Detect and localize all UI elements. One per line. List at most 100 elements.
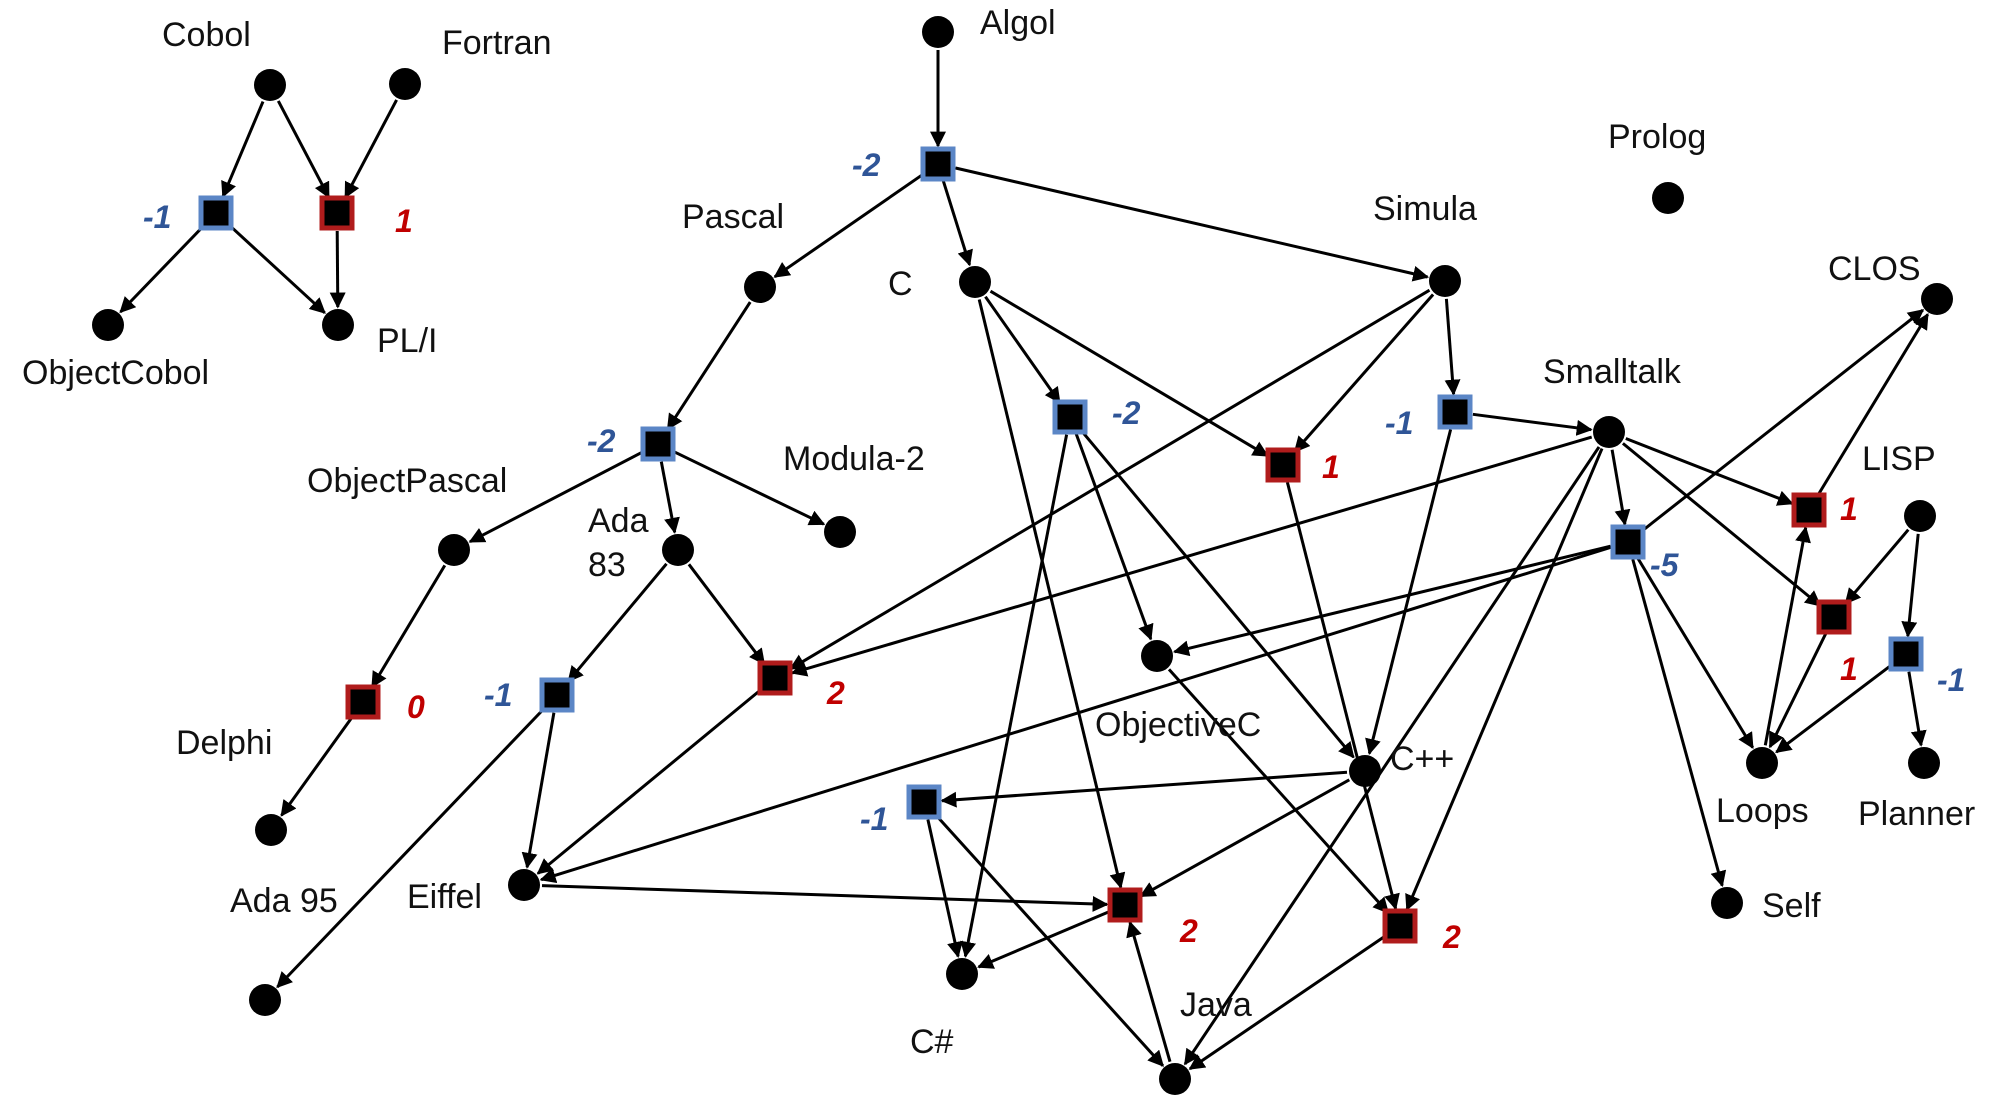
split-box-bCpp [906, 784, 942, 820]
edge-fortran-to-r1 [344, 99, 398, 199]
edge-cobol-to-r1 [276, 100, 331, 199]
node-objectivec [1141, 640, 1173, 672]
edge-r1-to-pli [329, 230, 346, 309]
edge-bS-to-cpp [1365, 429, 1453, 756]
edge-smalltalk-to-java [1183, 446, 1601, 1066]
node-ada95 [249, 984, 281, 1016]
edge-objectivec-to-rJ [1167, 668, 1390, 914]
weight-objectpascal-merge: 0 [407, 689, 425, 725]
edge-lisp-to-bL [1901, 533, 1920, 638]
label-simula: Simula [1373, 190, 1477, 228]
merge-box-rSL1 [1791, 492, 1827, 528]
node-simula [1429, 265, 1461, 297]
label-fortran: Fortran [442, 24, 552, 62]
split-box-bA [539, 677, 575, 713]
edge-bS-to-smalltalk [1472, 412, 1593, 436]
edge-bST-to-eiffel [539, 545, 1612, 884]
edge-cpp-to-bCpp [940, 770, 1348, 808]
merge-box-rA [757, 660, 793, 696]
label-csharp: C# [910, 1023, 954, 1061]
label-algol: Algol [980, 4, 1056, 42]
label-pli: PL/I [377, 322, 437, 360]
node-prolog [1652, 182, 1684, 214]
edge-cobol-to-b1 [221, 101, 265, 198]
label-java: Java [1180, 986, 1252, 1024]
merge-box-rOP [345, 684, 381, 720]
edge-bCpp-to-csharp [926, 819, 963, 958]
edge-bST-to-self [1631, 559, 1727, 888]
node-objectcobol [92, 309, 124, 341]
node-pascal [744, 271, 776, 303]
edge-b2-to-pascal [773, 172, 925, 279]
split-box-bL [1888, 636, 1924, 672]
edge-b2-to-simula [955, 166, 1430, 282]
node-c [959, 266, 991, 298]
label-smalltalk: Smalltalk [1543, 353, 1682, 391]
edge-smalltalk-to-bST [1610, 449, 1631, 526]
edge-bST-to-clos [1641, 308, 1925, 533]
weight-ada83-split: -1 [484, 677, 512, 713]
merge-box-rSL2 [1816, 599, 1852, 635]
label-eiffel: Eiffel [407, 878, 482, 916]
split-box-bST [1610, 524, 1646, 560]
edge-bC-to-objectivec [1074, 433, 1154, 641]
weight-smalltalk-lisp-merge: 1 [1840, 491, 1858, 527]
split-box-bC [1052, 399, 1088, 435]
weight-cobol-fortran-split: -1 [143, 199, 171, 235]
node-self [1711, 887, 1743, 919]
node-pli [322, 309, 354, 341]
edge-rA-to-eiffel [536, 688, 763, 875]
weight-lisp-split: -1 [1937, 662, 1965, 698]
node-loops [1746, 747, 1778, 779]
weight-cobol-fortran-merge: 1 [395, 203, 413, 239]
edge-simula-to-bS [1444, 298, 1461, 396]
edge-bST-to-loops [1636, 556, 1754, 749]
weight-pascal-split: -2 [587, 423, 616, 459]
label-pascal: Pascal [682, 198, 784, 236]
label-self: Self [1762, 887, 1821, 925]
edge-bP-to-ada83 [659, 461, 680, 534]
weight-smalltalk-split: -5 [1650, 547, 1680, 583]
weight-eiffel-merge: 2 [1179, 913, 1198, 949]
labels: Cobol Fortran ObjectCobol PL/I Algol Pas… [22, 4, 1975, 1061]
edge-bCpp-to-java [934, 814, 1165, 1067]
merge-box-rCS [1265, 447, 1301, 483]
edge-simula-to-rCS [1293, 293, 1435, 453]
edge-rSL2-to-loops [1768, 632, 1828, 749]
edge-eiffel-to-rE [541, 884, 1109, 912]
edge-bL-to-loops [1775, 663, 1893, 754]
split-box-b2 [920, 146, 956, 182]
edge-smalltalk-to-rSL2 [1621, 442, 1822, 607]
node-cobol [254, 69, 286, 101]
edge-rOP-to-delphi [280, 715, 354, 817]
split-box-b1 [198, 195, 234, 231]
weight-cpp-split: -1 [860, 801, 888, 837]
label-ada95: Ada 95 [230, 882, 338, 920]
node-objectpascal [438, 534, 470, 566]
weight-simula-split: -1 [1385, 405, 1413, 441]
label-lisp: LISP [1862, 440, 1936, 478]
label-ada83-line1: Ada [588, 502, 649, 540]
weight-c-split: -2 [1112, 395, 1141, 431]
label-objectpascal: ObjectPascal [307, 462, 507, 500]
node-java [1159, 1063, 1191, 1095]
edge-objectpascal-to-rOP [370, 564, 447, 688]
weight-algol-split: -2 [852, 147, 881, 183]
weight-java-merge: 2 [1442, 919, 1461, 955]
edge-bL-to-planner [1907, 671, 1927, 747]
node-ada83 [662, 534, 694, 566]
edge-loops-to-rSL1 [1763, 526, 1811, 746]
label-clos: CLOS [1828, 250, 1921, 288]
edge-pascal-to-bP [666, 301, 752, 431]
edge-bP-to-objectpascal [468, 450, 643, 544]
edge-ada83-to-rA [687, 563, 766, 665]
split-box-bP [640, 426, 676, 462]
nodes [92, 16, 1953, 1095]
node-smalltalk [1593, 416, 1625, 448]
edge-bA-to-ada95 [276, 706, 546, 989]
edge-bC-to-csharp [960, 434, 1069, 958]
label-planner: Planner [1858, 795, 1975, 833]
weight-smalltalk-lisp-merge-2: 1 [1840, 651, 1858, 687]
edge-bP-to-modula2 [673, 450, 826, 526]
